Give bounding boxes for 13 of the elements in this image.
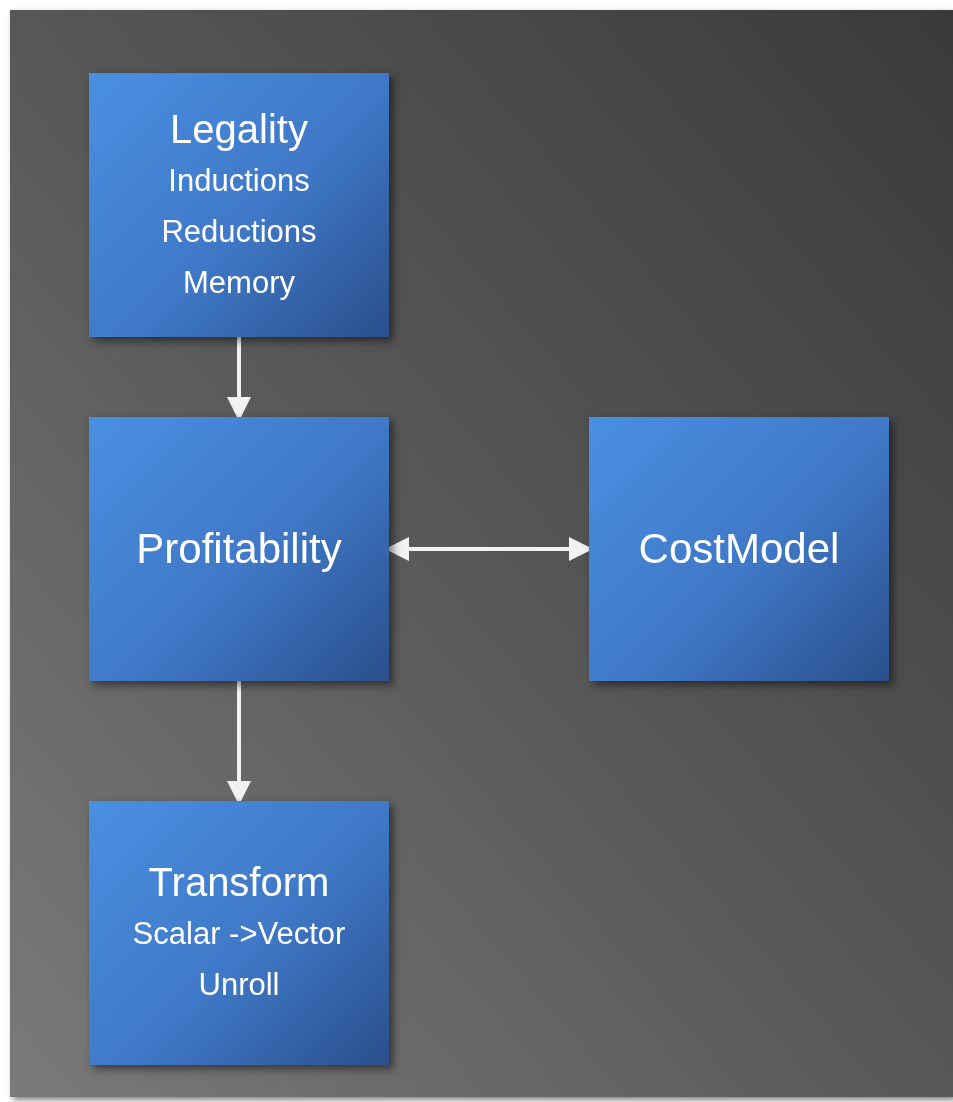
box-item: Unroll (198, 966, 280, 1004)
box-item: Inductions (168, 161, 310, 200)
box-item: Memory (183, 263, 295, 302)
box-title: Transform (148, 859, 330, 906)
box-title: Legality (170, 105, 308, 153)
process-box (89, 801, 389, 1065)
process-box (89, 417, 389, 681)
process-box (589, 417, 889, 681)
process-box (89, 73, 389, 337)
box-title: CostModel (638, 524, 840, 574)
box-title: Profitability (136, 524, 342, 574)
box-item: Reductions (161, 212, 317, 251)
box-item: Scalar ->Vector (132, 915, 346, 953)
